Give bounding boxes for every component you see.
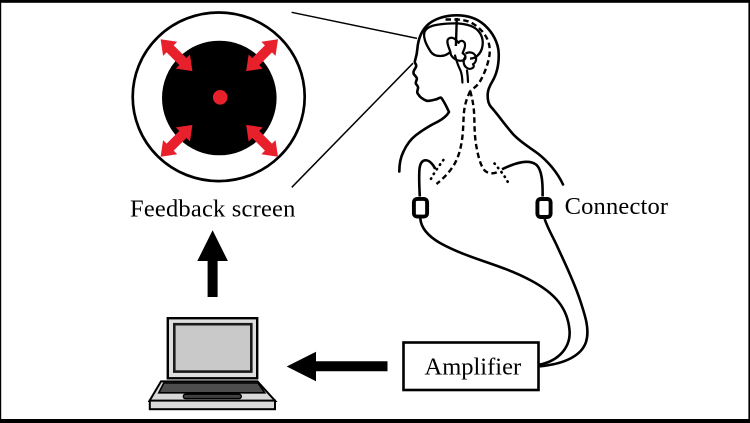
svg-text:Amplifier: Amplifier	[425, 354, 522, 381]
svg-text:Feedback screen: Feedback screen	[130, 195, 296, 222]
svg-text:Connector: Connector	[565, 193, 669, 220]
